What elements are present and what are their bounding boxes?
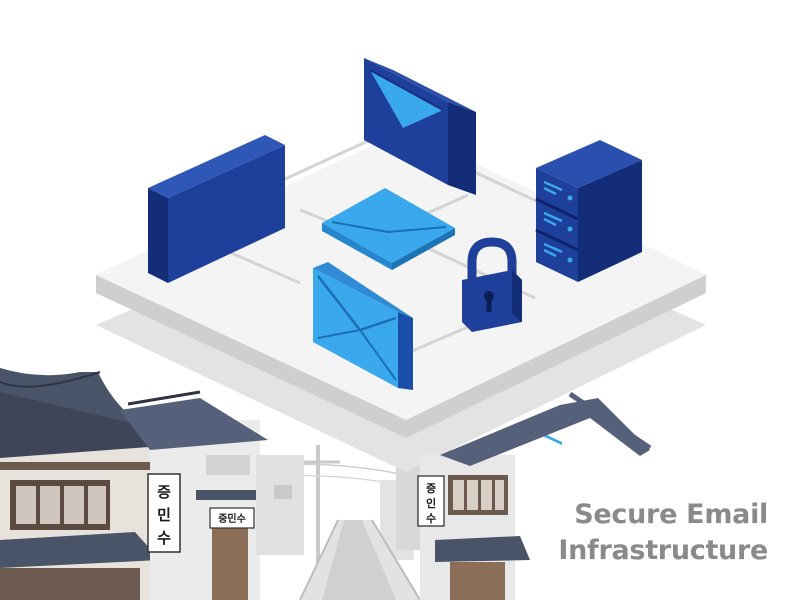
- headline-line-1: Secure Email: [574, 499, 768, 530]
- shop-sign-text: 중민수: [218, 512, 246, 525]
- headline: Secure Email Infrastructure: [508, 497, 768, 569]
- shop-house-left: 증 민 수 중민수: [120, 390, 304, 600]
- shop-sign-vertical: [417, 475, 445, 527]
- headline-line-2: Infrastructure: [558, 535, 768, 566]
- hanok-house-left: [0, 368, 170, 600]
- shop-sign-horizontal: [209, 507, 255, 529]
- padlock-icon: [462, 237, 522, 332]
- sign-char: 수: [426, 512, 436, 525]
- hanok-house-right: 증 인 수: [417, 391, 652, 600]
- server-rack-icon: [535, 140, 642, 446]
- mail-envelope-icon: [322, 188, 455, 270]
- firewall-icon: [148, 135, 285, 283]
- sign-char: 민: [157, 506, 171, 524]
- sign-char: 수: [157, 529, 171, 547]
- sign-char: 증: [157, 483, 171, 501]
- sign-char: 증: [426, 482, 436, 495]
- mail-envelope-icon: [364, 58, 476, 195]
- mail-envelope-icon: [313, 262, 413, 390]
- shop-sign-vertical: [147, 473, 181, 553]
- sign-char: 인: [426, 496, 436, 510]
